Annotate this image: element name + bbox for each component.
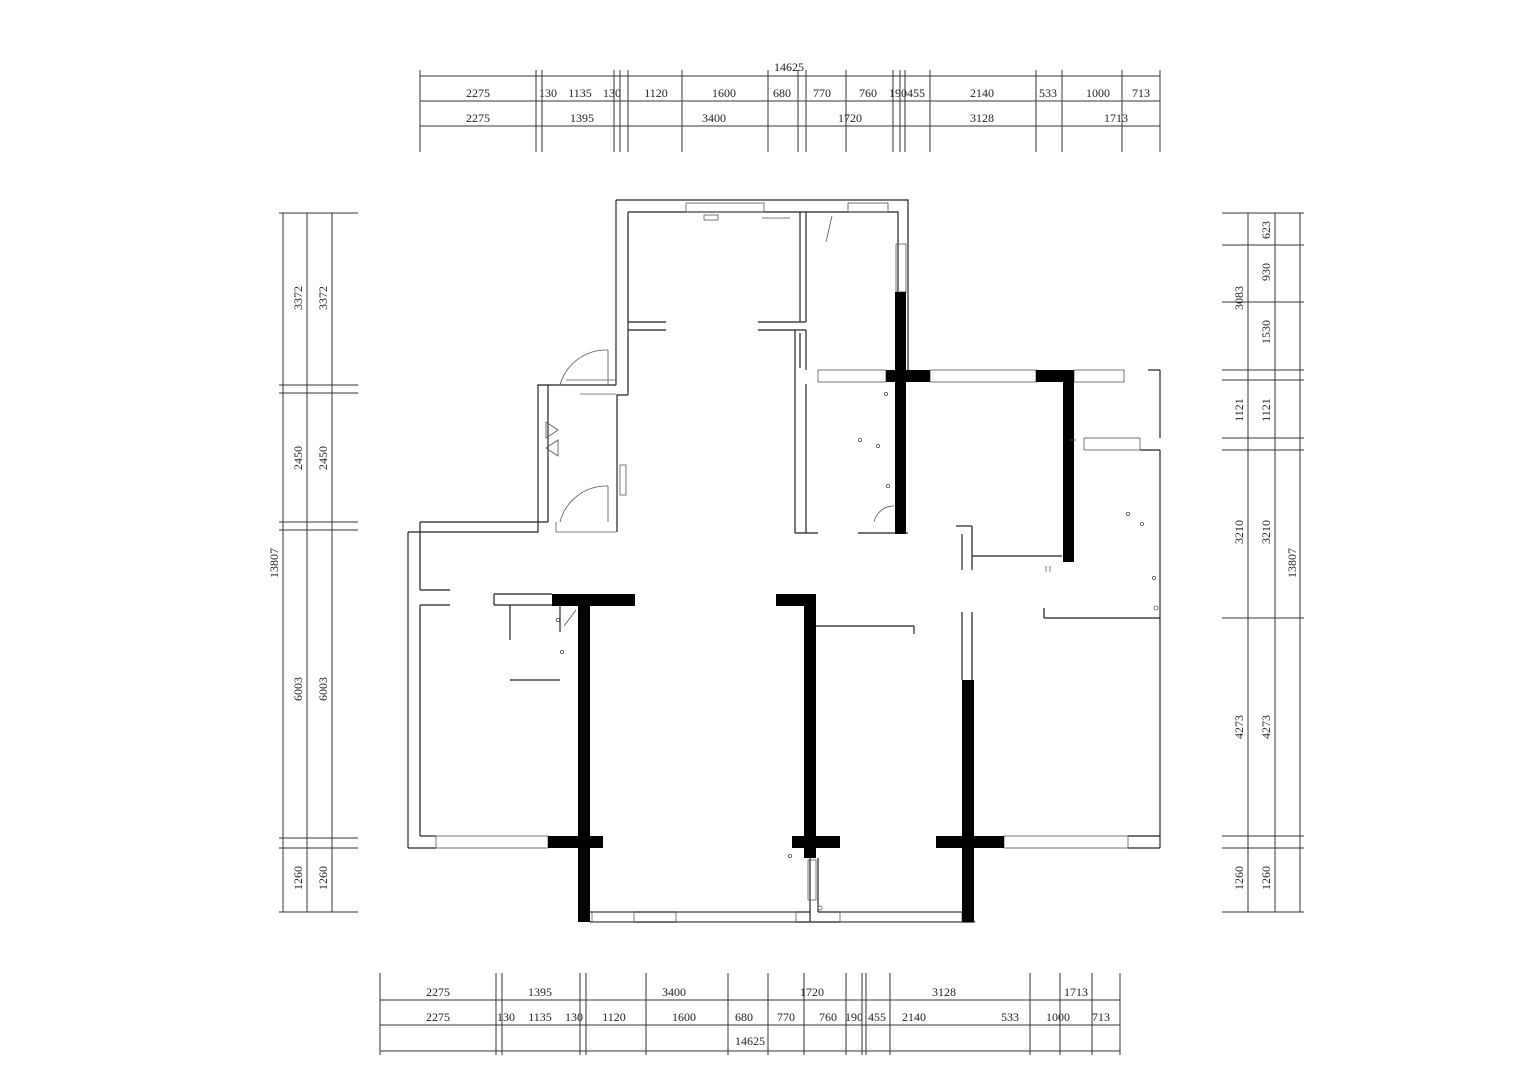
windows	[435, 202, 1141, 923]
top-dim-label: 190	[889, 86, 907, 100]
bottom-total-dim: 14625	[735, 1034, 765, 1048]
right-dim-label: 4273	[1232, 715, 1246, 739]
top-dim-label: 3128	[970, 111, 994, 125]
bottom-dim-label: 130	[565, 1010, 583, 1024]
right-dim-label: 930	[1259, 263, 1273, 281]
bottom-dimensions: 2275 1395 3400 1720 3128 1713 2275 130 1135 130 1…	[379, 973, 1121, 1055]
right-dim-label: 1260	[1259, 866, 1273, 890]
left-dim-label: 6003	[316, 677, 330, 701]
bottom-dim-label: 455	[868, 1010, 886, 1024]
bottom-dim-label: 1600	[672, 1010, 696, 1024]
bottom-dim-label: 533	[1001, 1010, 1019, 1024]
left-dim-label: 1260	[291, 866, 305, 890]
bottom-dim-label: 1120	[602, 1010, 626, 1024]
top-dim-label: 713	[1132, 86, 1150, 100]
top-dim-label: 1000	[1086, 86, 1110, 100]
top-dim-label: 680	[773, 86, 791, 100]
fixtures	[545, 214, 1159, 911]
right-dim-label: 1121	[1259, 398, 1273, 422]
right-dim-label: 3083	[1232, 286, 1246, 310]
bottom-dim-label: 2275	[426, 985, 450, 999]
top-dim-label: 3400	[702, 111, 726, 125]
bottom-dim-label: 3128	[932, 985, 956, 999]
top-dim-label: 2140	[970, 86, 994, 100]
bottom-dim-label: 1713	[1064, 985, 1088, 999]
left-total-dim: 13807	[267, 548, 281, 578]
right-dim-label: 3210	[1232, 520, 1246, 544]
top-dim-label: 130	[539, 86, 557, 100]
right-dimensions: 3083 1121 3210 4273 1260 623 930 1530 1121 3210 4…	[1222, 212, 1304, 913]
bottom-dim-label: 760	[819, 1010, 837, 1024]
top-dim-label: 455	[907, 86, 925, 100]
bottom-dim-label: 1720	[800, 985, 824, 999]
right-dim-label: 1121	[1232, 398, 1246, 422]
left-dimensions: 3372 2450 6003 1260 3372 2450 6003 1260 13807	[267, 212, 358, 913]
bottom-dim-label: 713	[1092, 1010, 1110, 1024]
top-dim-label: 1713	[1104, 111, 1128, 125]
bottom-dim-label: 1135	[528, 1010, 552, 1024]
right-dim-label: 1530	[1259, 320, 1273, 344]
bottom-dim-label: 130	[497, 1010, 515, 1024]
bottom-dim-label: 2140	[902, 1010, 926, 1024]
left-dim-label: 1260	[316, 866, 330, 890]
top-dim-label: 760	[859, 86, 877, 100]
top-dim-label: 1135	[568, 86, 592, 100]
top-dimensions: 14625 2275 130 1135 130 1120 1600 680 770 760 190…	[419, 60, 1161, 152]
bottom-dim-label: 1000	[1046, 1010, 1070, 1024]
top-dim-label: 1600	[712, 86, 736, 100]
bottom-dim-label: 2275	[426, 1010, 450, 1024]
top-dim-label: 770	[813, 86, 831, 100]
bottom-dim-label: 770	[777, 1010, 795, 1024]
bottom-dim-label: 3400	[662, 985, 686, 999]
top-dim-label: 130	[603, 86, 621, 100]
right-dim-label: 3210	[1259, 520, 1273, 544]
right-dim-label: 4273	[1259, 715, 1273, 739]
bottom-dim-label: 1395	[528, 985, 552, 999]
top-dim-label: 2275	[466, 111, 490, 125]
left-dim-label: 3372	[316, 286, 330, 310]
top-total-dim: 14625	[774, 60, 804, 74]
right-total-dim: 13807	[1285, 548, 1299, 578]
top-dim-label: 1395	[570, 111, 594, 125]
top-dim-label: 2275	[466, 86, 490, 100]
left-dim-label: 2450	[316, 446, 330, 470]
left-dim-label: 2450	[291, 446, 305, 470]
top-dim-label: 533	[1039, 86, 1057, 100]
plan-walls	[407, 199, 1161, 923]
top-dim-label: 1120	[644, 86, 668, 100]
top-dim-label: 1720	[838, 111, 862, 125]
doors	[555, 215, 895, 627]
bottom-dim-label: 190	[845, 1010, 863, 1024]
right-dim-label: 623	[1259, 221, 1273, 239]
structural-walls	[548, 292, 1074, 922]
right-dim-label: 1260	[1232, 866, 1246, 890]
left-dim-label: 6003	[291, 677, 305, 701]
bottom-dim-label: 680	[735, 1010, 753, 1024]
left-dim-label: 3372	[291, 286, 305, 310]
